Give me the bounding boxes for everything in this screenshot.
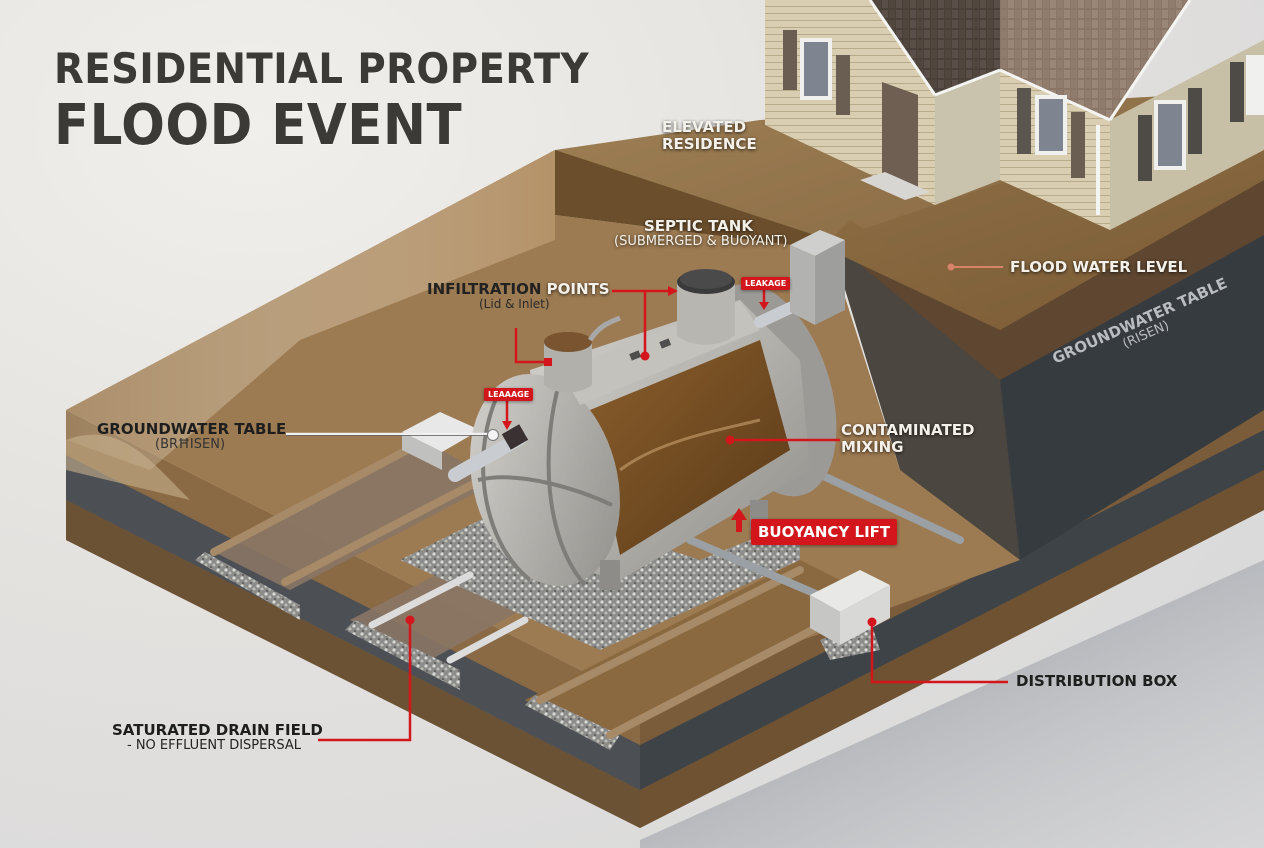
- buoyancy-lift-badge: BUOYANCY LIFT: [751, 519, 898, 545]
- elevated-residence: [765, 0, 1264, 230]
- leakage-outlet-badge: LEAKAGE: [741, 277, 791, 290]
- title-line-2: FLOOD EVENT: [54, 93, 463, 158]
- label-elevated-residence: ELEVATED RESIDENCE: [662, 118, 757, 154]
- page-title: RESIDENTIAL PROPERTY FLOOD EVENT: [54, 48, 636, 154]
- sewage-contents: [590, 340, 790, 555]
- label-infiltration-points: INFILTRATION POINTS (Lid & Inlet): [427, 280, 610, 312]
- leakage-inlet-badge: LEAAAGE: [484, 388, 534, 401]
- drain-trench-3: [525, 560, 880, 745]
- label-contaminated-mixing: CONTAMINATED MIXING: [841, 421, 975, 457]
- sand-slope: [66, 150, 555, 470]
- ground-shadow: [640, 560, 1264, 848]
- label-groundwater-table-left: GROUNDWATER TABLE (BRĦISEN): [97, 420, 287, 453]
- title-line-1: RESIDENTIAL PROPERTY: [54, 44, 590, 93]
- distribution-box: [810, 570, 890, 645]
- label-distribution-box: DISTRIBUTION BOX: [1016, 672, 1178, 690]
- inlet-box: [402, 412, 480, 470]
- drain-trench-1: [210, 440, 500, 590]
- label-flood-water-level: FLOOD WATER LEVEL: [1010, 258, 1188, 276]
- label-septic-tank: SEPTIC TANK (SUBMERGED & BUOYANT): [614, 217, 788, 250]
- groundwater-layer-right: [1000, 235, 1264, 560]
- label-saturated-drain-field: SATURATED DRAIN FIELD - NO EFFLUENT DISP…: [112, 721, 323, 754]
